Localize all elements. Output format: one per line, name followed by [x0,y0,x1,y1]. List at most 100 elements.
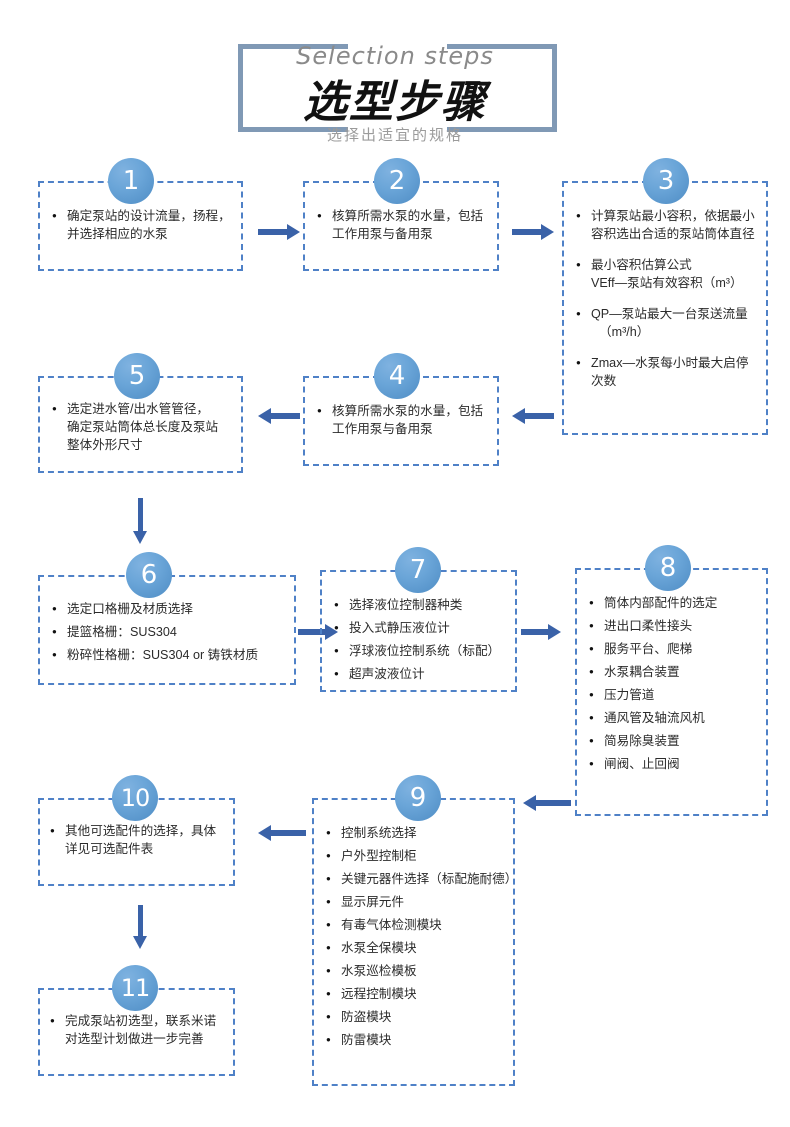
arrow-step4-to-step5 [258,408,300,424]
list-item: 确定泵站的设计流量，扬程， 并选择相应的水泵 [52,207,241,243]
list-item: 水泵全保模块 [326,939,513,957]
list-item: 完成泵站初选型，联系米诺 对选型计划做进一步完善 [50,1012,233,1048]
arrow-shaft [512,229,542,235]
step-badge-1: 1 [108,158,154,204]
bullet-line: 粉碎性格栅：SUS304 or 铸铁材质 [67,648,259,662]
bullet-line: 有毒气体检测模块 [341,918,442,932]
list-item: 超声波液位计 [334,665,515,683]
arrow-step9-to-step10 [258,825,306,841]
step-bullets-10: 其他可选配件的选择，具体 详见可选配件表 [50,822,233,858]
arrow-shaft [298,629,326,635]
arrow-step8-to-step9 [523,795,571,811]
list-item: 进出口柔性接头 [589,617,766,635]
bullet-line: QP—泵站最大一台泵送流量 [591,307,748,321]
list-item: 浮球液位控制系统（标配） [334,642,515,660]
step-box-6[interactable]: 选定口格栅及材质选择 提篮格栅：SUS304 粉碎性格栅：SUS304 or 铸… [38,575,296,685]
list-item: 防盗模块 [326,1008,513,1026]
bullet-line: 闸阀、止回阀 [604,757,680,771]
list-item: 投入式静压液位计 [334,619,515,637]
bullet-line: 户外型控制柜 [341,849,417,863]
arrow-shaft [270,830,306,836]
step-bullets-4: 核算所需水泵的水量，包括 工作用泵与备用泵 [317,402,497,438]
list-item: 选择液位控制器种类 [334,596,515,614]
list-item: QP—泵站最大一台泵送流量 （m³/h） [576,305,766,341]
bullet-line: 服务平台、爬梯 [604,642,693,656]
arrow-shaft [524,413,554,419]
arrow-head [523,795,536,811]
list-item: 选定进水管/出水管管径， 确定泵站筒体总长度及泵站 整体外形尺寸 [52,400,241,454]
list-item: 闸阀、止回阀 [589,755,766,773]
step-box-9[interactable]: 控制系统选择 户外型控制柜 关键元器件选择（标配施耐德） 显示屏元件 有毒气体检… [312,798,518,1086]
list-item: 计算泵站最小容积，依据最小 容积选出合适的泵站筒体直径 [576,207,766,243]
bullet-line: 筒体内部配件的选定 [604,596,718,610]
list-item: 控制系统选择 [326,824,513,842]
step-bullets-7: 选择液位控制器种类 投入式静压液位计 浮球液位控制系统（标配） 超声波液位计 [334,596,515,683]
list-item: 核算所需水泵的水量，包括 工作用泵与备用泵 [317,402,497,438]
bullet-line: 防盗模块 [341,1010,392,1024]
bullet-line: 工作用泵与备用泵 [332,422,433,436]
bullet-line: 关键元器件选择（标配施耐德） [341,872,518,886]
arrow-step2-to-step3 [512,224,554,240]
bullet-line: 通风管及轴流风机 [604,711,705,725]
arrow-head [133,531,147,544]
arrow-shaft [270,413,300,419]
bullet-line: 最小容积估算公式 [591,258,692,272]
bullet-line: 详见可选配件表 [65,842,154,856]
list-item: 水泵耦合装置 [589,663,766,681]
step-badge-7: 7 [395,547,441,593]
header-bracket-right [447,44,557,132]
bullet-line: 核算所需水泵的水量，包括 [332,209,484,223]
bullet-line: 完成泵站初选型，联系米诺 [65,1014,217,1028]
list-item: 核算所需水泵的水量，包括 工作用泵与备用泵 [317,207,497,243]
arrow-step1-to-step2 [258,224,300,240]
step-bullets-1: 确定泵站的设计流量，扬程， 并选择相应的水泵 [52,207,241,243]
arrow-head [548,624,561,640]
bullet-line: 次数 [591,374,617,388]
step-badge-8: 8 [645,545,691,591]
bullet-line: 控制系统选择 [341,826,417,840]
bullet-line: 选定口格栅及材质选择 [67,602,193,616]
list-item: 提篮格栅：SUS304 [52,623,294,641]
list-item: 水泵巡检模板 [326,962,513,980]
bullet-line: 容积选出合适的泵站筒体直径 [591,227,755,241]
bullet-line: 计算泵站最小容积，依据最小 [591,209,755,223]
step-bullets-5: 选定进水管/出水管管径， 确定泵站筒体总长度及泵站 整体外形尺寸 [52,400,241,454]
arrow-head [512,408,525,424]
step-box-8[interactable]: 筒体内部配件的选定 进出口柔性接头 服务平台、爬梯 水泵耦合装置 压力管道 通风… [575,568,768,816]
bullet-line: 核算所需水泵的水量，包括 [332,404,484,418]
page-header: Selection steps 选型步骤 选择出适宜的规格 [0,22,790,144]
bullet-line: 提篮格栅：SUS304 [67,625,177,639]
list-item: 通风管及轴流风机 [589,709,766,727]
bullet-line: 简易除臭装置 [604,734,680,748]
bullet-line: 压力管道 [604,688,655,702]
arrow-head [258,825,271,841]
list-item: 防雷模块 [326,1031,513,1049]
list-item: 其他可选配件的选择，具体 详见可选配件表 [50,822,233,858]
arrow-step3-to-step4 [512,408,554,424]
arrow-head [133,936,147,949]
list-item: 粉碎性格栅：SUS304 or 铸铁材质 [52,646,294,664]
step-badge-4: 4 [374,353,420,399]
step-bullets-6: 选定口格栅及材质选择 提篮格栅：SUS304 粉碎性格栅：SUS304 or 铸… [52,600,294,664]
step-badge-10: 10 [112,775,158,821]
step-box-3[interactable]: 计算泵站最小容积，依据最小 容积选出合适的泵站筒体直径 最小容积估算公式 VEf… [562,181,768,435]
step-bullets-2: 核算所需水泵的水量，包括 工作用泵与备用泵 [317,207,497,243]
list-item: 关键元器件选择（标配施耐德） [326,870,518,888]
bullet-line: 选定进水管/出水管管径， [67,402,210,416]
step-badge-11: 11 [112,965,158,1011]
bullet-line: （m³/h） [599,325,650,339]
arrow-shaft [138,905,143,937]
step-bullets-3: 计算泵站最小容积，依据最小 容积选出合适的泵站筒体直径 最小容积估算公式 VEf… [576,207,766,390]
bullet-line: 显示屏元件 [341,895,404,909]
step-box-4[interactable]: 核算所需水泵的水量，包括 工作用泵与备用泵 [303,376,499,466]
bullet-line: 其他可选配件的选择，具体 [65,824,217,838]
bullet-line: 远程控制模块 [341,987,417,1001]
list-item: 远程控制模块 [326,985,513,1003]
list-item: 选定口格栅及材质选择 [52,600,294,618]
bullet-line: 浮球液位控制系统（标配） [349,644,501,658]
list-item: Zmax—水泵每小时最大启停 次数 [576,354,766,390]
arrow-shaft [521,629,549,635]
bullet-line: 防雷模块 [341,1033,392,1047]
arrow-head [287,224,300,240]
